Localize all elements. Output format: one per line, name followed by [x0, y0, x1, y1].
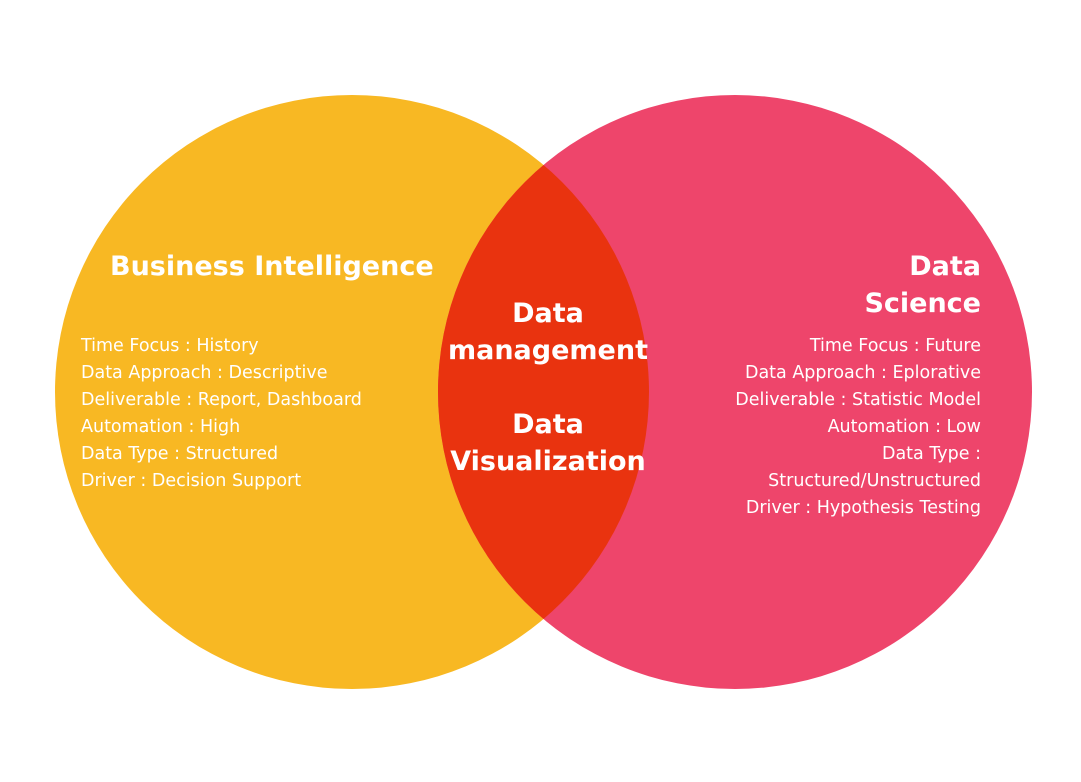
bi-attribute: Data Type : Structured	[81, 444, 279, 464]
ds-attribute: Structured/Unstructured	[768, 471, 981, 491]
overlap-line: Visualization	[450, 446, 646, 477]
overlap-line: Data	[512, 409, 584, 440]
overlap-data-visualization: Data Visualization	[443, 406, 653, 480]
data-science-title: Data Science	[864, 248, 981, 322]
bi-attribute: Automation : High	[81, 417, 241, 437]
overlap-data-management: Data management	[443, 295, 653, 369]
data-science-attributes: Time Focus : Future Data Approach : Eplo…	[735, 333, 981, 522]
ds-attribute: Time Focus : Future	[809, 336, 981, 356]
bi-attribute: Deliverable : Report, Dashboard	[81, 390, 362, 410]
data-science-title-line: Science	[864, 288, 981, 319]
overlap-region	[438, 95, 649, 689]
ds-attribute: Data Approach : Eplorative	[744, 363, 981, 383]
ds-attribute: Automation : Low	[827, 417, 981, 437]
data-science-title-line: Data	[909, 251, 981, 282]
overlap-line: management	[447, 335, 648, 366]
bi-attribute: Time Focus : History	[81, 336, 259, 356]
business-intelligence-title: Business Intelligence	[110, 251, 434, 282]
ds-attribute: Driver : Hypothesis Testing	[745, 498, 981, 518]
business-intelligence-attributes: Time Focus : History Data Approach : Des…	[81, 333, 362, 495]
ds-attribute: Data Type :	[881, 444, 981, 464]
bi-attribute: Data Approach : Descriptive	[81, 363, 328, 383]
bi-attribute: Driver : Decision Support	[81, 471, 302, 491]
overlap-line: Data	[512, 298, 584, 329]
ds-attribute: Deliverable : Statistic Model	[735, 390, 981, 410]
